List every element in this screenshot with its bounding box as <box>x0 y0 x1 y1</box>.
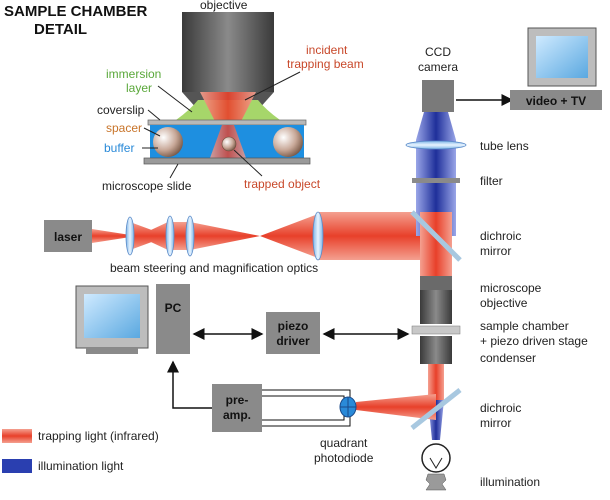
dichroic-bottom-label-2: mirror <box>480 416 511 430</box>
microscope-objective-label-1: microscope <box>480 281 542 295</box>
dichroic-mirror-bottom <box>410 388 462 430</box>
spacer-label: spacer <box>106 121 142 135</box>
microscope-objective-top <box>420 276 452 290</box>
dichroic-mirror-top <box>410 210 462 262</box>
beam-seg-6 <box>318 212 428 260</box>
piezo-label-1: piezo <box>278 319 309 333</box>
trapped-object-label: trapped object <box>244 177 321 191</box>
preamp-box <box>212 384 262 432</box>
legend-swatch-trapping <box>2 429 32 443</box>
piezo-driver-box <box>266 312 320 354</box>
ccd-camera <box>422 80 454 112</box>
sample-chamber-label-1: sample chamber <box>480 319 569 333</box>
trapped-object <box>221 136 237 152</box>
preamp-pc-arrow <box>167 360 212 409</box>
detail-title-line2: DETAIL <box>34 21 87 38</box>
coverslip <box>147 119 307 126</box>
spacer-right <box>273 127 303 157</box>
incident-beam-leader <box>244 71 301 101</box>
preamp-label-2: amp. <box>223 408 251 422</box>
slide-leader <box>169 163 179 179</box>
filter-label: filter <box>480 174 503 188</box>
beam-seg-5 <box>260 214 318 258</box>
condenser-label: condenser <box>480 351 536 365</box>
legend-swatch-illumination <box>2 459 32 473</box>
tube-lens-label: tube lens <box>480 139 529 153</box>
detail-title-line1: SAMPLE CHAMBER <box>4 3 148 20</box>
video-tv-label: video + TV <box>526 94 586 108</box>
detail-objective-label: objective <box>200 0 248 12</box>
photodiode-signal-lines <box>262 389 351 427</box>
photodiode-label-1: quadrant <box>320 436 368 450</box>
laser-box <box>44 220 92 252</box>
sample-chamber-label-2: + piezo driven stage <box>480 334 588 348</box>
legend-illumination-label: illumination light <box>38 459 124 473</box>
beam-to-photodiode <box>356 394 436 420</box>
video-monitor <box>510 27 602 110</box>
immersion-leader <box>157 85 193 113</box>
illumination-label: illumination <box>480 475 540 489</box>
microscope-slide <box>143 157 311 165</box>
legend: trapping light (infrared) illumination l… <box>2 429 159 473</box>
trapping-below-condenser <box>428 360 444 400</box>
beam-seg-3 <box>138 222 168 250</box>
coverslip-leader <box>147 109 161 121</box>
pc-label: PC <box>165 301 182 315</box>
illumination-lamp-icon <box>421 443 451 491</box>
laser-beam-path <box>92 212 428 260</box>
detail-objective <box>182 12 274 92</box>
laser-label: laser <box>54 230 82 244</box>
dichroic-top-label-1: dichroic <box>480 229 521 243</box>
sample-chamber-stage <box>411 325 461 335</box>
dichroic-top-label-2: mirror <box>480 244 511 258</box>
lens-2 <box>165 215 175 257</box>
incident-beam-cone <box>200 92 256 135</box>
spacer-leader <box>143 127 161 137</box>
pc-monitor <box>75 285 149 354</box>
filter <box>412 178 460 183</box>
coverslip-label: coverslip <box>97 103 145 117</box>
beam-optics-label: beam steering and magnification optics <box>110 261 318 275</box>
immersion-label-2: layer <box>126 81 152 95</box>
beam-seg-4 <box>168 222 260 250</box>
ccd-label-1: CCD <box>425 45 451 59</box>
lens-4 <box>312 211 324 261</box>
photodiode-label-2: photodiode <box>314 451 374 465</box>
microscope-objective <box>420 290 452 324</box>
buffer-label: buffer <box>104 141 134 155</box>
sample-chamber-detail: SAMPLE CHAMBER DETAIL objective incident… <box>4 0 364 193</box>
beam-seg-1 <box>92 229 130 243</box>
legend-trapping-label: trapping light (infrared) <box>38 429 159 443</box>
pc-box <box>156 284 190 354</box>
ccd-label-2: camera <box>418 60 458 74</box>
incident-beam-label-2: trapping beam <box>287 57 364 71</box>
dichroic-bottom-label-1: dichroic <box>480 401 521 415</box>
immersion-label-1: immersion <box>106 67 161 81</box>
piezo-label-2: driver <box>276 334 310 348</box>
microscope-objective-label-2: objective <box>480 296 528 310</box>
preamp-label-1: pre- <box>226 393 249 407</box>
spacer-left <box>153 127 183 157</box>
condenser <box>420 336 452 364</box>
quadrant-photodiode <box>339 396 357 418</box>
tube-lens <box>405 140 467 150</box>
lens-1 <box>125 216 135 256</box>
incident-beam-label-1: incident <box>306 43 348 57</box>
trapped-object-leader <box>233 149 263 177</box>
lens-3 <box>185 215 195 257</box>
microscope-slide-label: microscope slide <box>102 179 192 193</box>
